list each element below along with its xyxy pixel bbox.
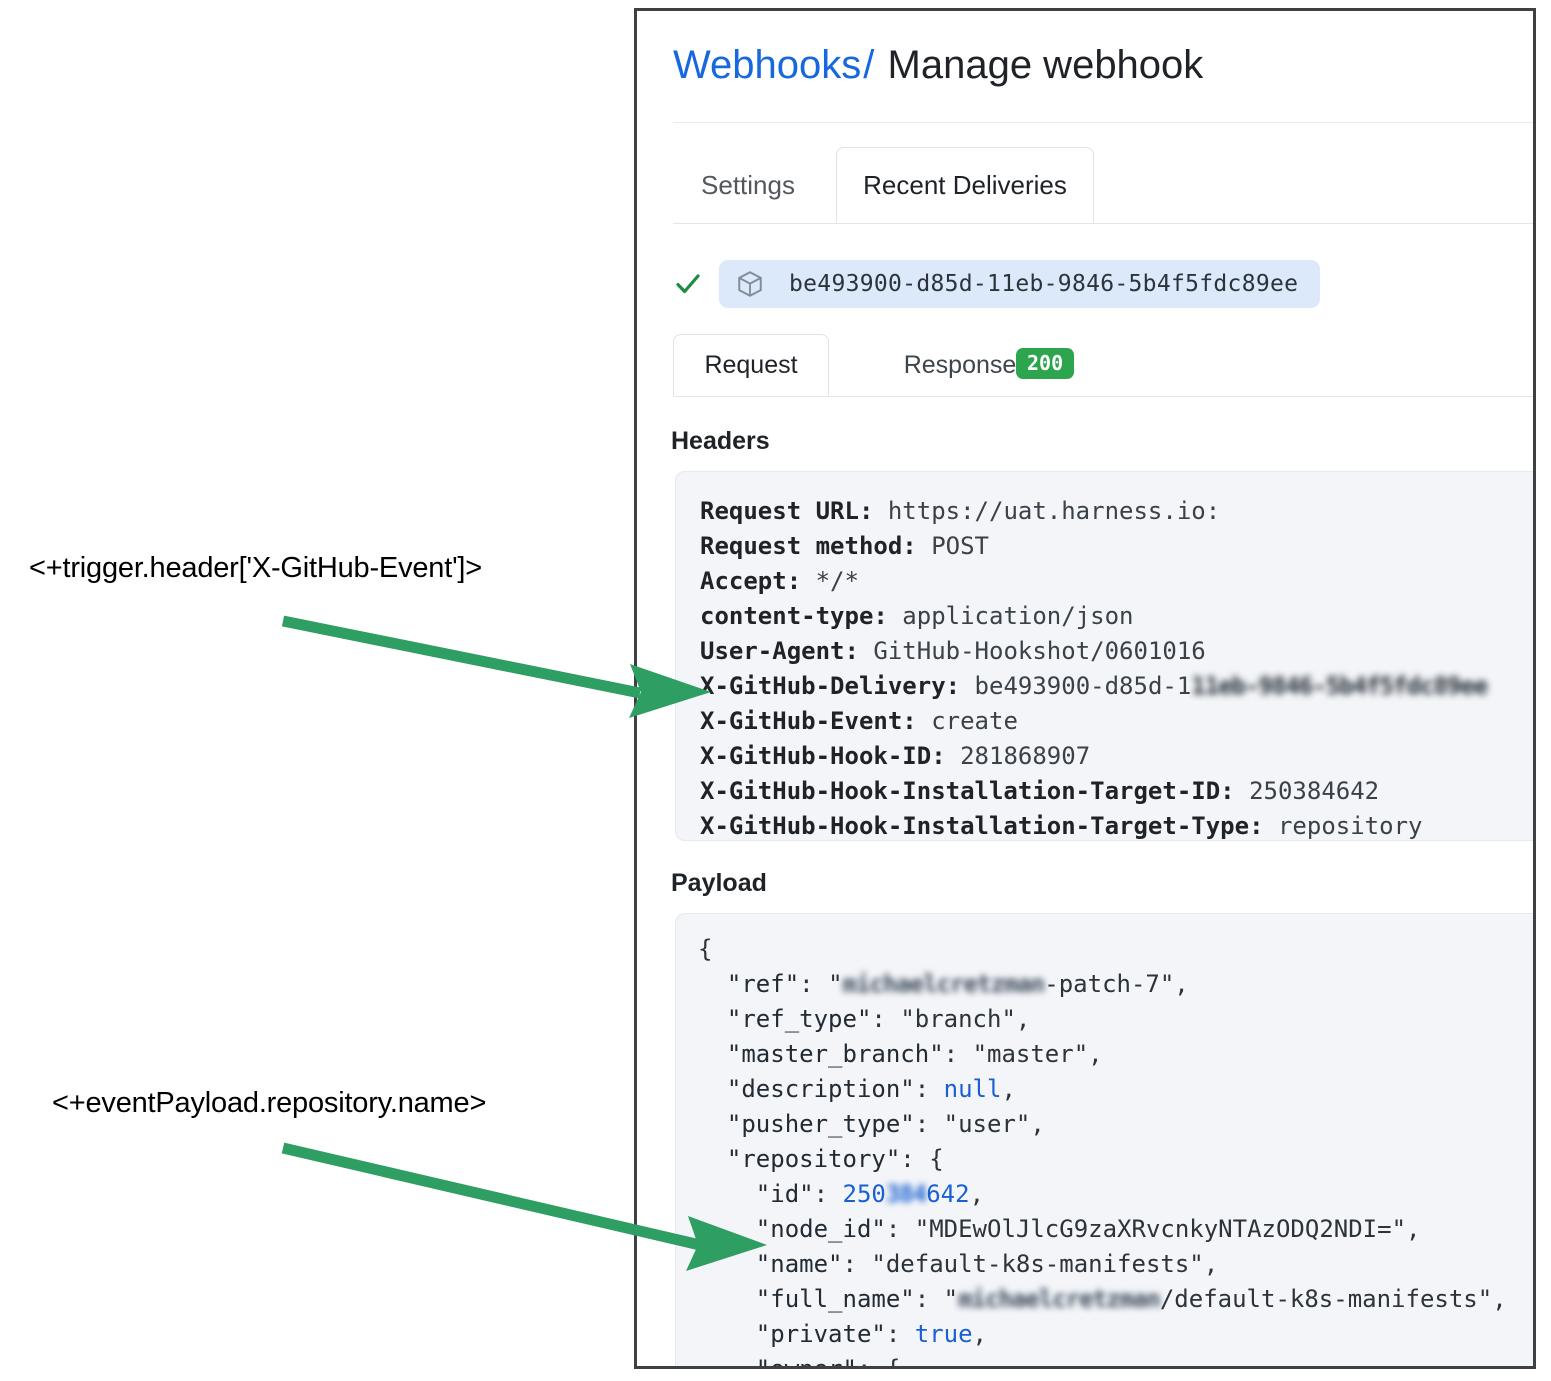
payload-line-id: "id": 250384642, [698, 1177, 1533, 1212]
annotation-label-trigger-header: <+trigger.header['X-GitHub-Event']> [29, 552, 483, 584]
tab-settings[interactable]: Settings [701, 169, 795, 200]
header-divider [673, 122, 1533, 123]
delivery-id-pill[interactable]: be493900-d85d-11eb-9846-5b4f5fdc89ee [719, 260, 1321, 308]
header-line: Request URL: https://uat.harness.io: [700, 497, 1221, 525]
header-line: Accept: */* [700, 567, 859, 595]
payload-line-fullname: "full_name": "michaelcretzman/default-k8… [698, 1282, 1533, 1317]
payload-line: "pusher_type": "user", [726, 1110, 1045, 1138]
annotation-label-event-payload: <+eventPayload.repository.name> [52, 1087, 487, 1119]
page-title: Manage webhook [887, 43, 1204, 87]
header-line: User-Agent: GitHub-Hookshot/0601016 [700, 637, 1206, 665]
tab-recent-deliveries[interactable]: Recent Deliveries [836, 147, 1094, 223]
header-line-delivery: X-GitHub-Delivery: be493900-d85d-111eb-9… [700, 669, 1533, 704]
payload-line-ref: "ref": "michaelcretzman-patch-7", [698, 967, 1533, 1002]
check-icon [676, 274, 700, 294]
delivery-row[interactable]: be493900-d85d-11eb-9846-5b4f5fdc89ee [673, 258, 1321, 310]
redacted-id-middle: 384 [885, 1180, 927, 1208]
inner-tabstrip-underline [673, 396, 1533, 397]
headers-section-label: Headers [671, 427, 770, 455]
webhook-screenshot-panel: Webhooks/ Manage webhook Settings Recent… [634, 8, 1536, 1369]
payload-code-box: { "ref": "michaelcretzman-patch-7", "ref… [675, 913, 1533, 1366]
header-line: X-GitHub-Hook-ID: 281868907 [700, 742, 1091, 770]
breadcrumb-link-webhooks[interactable]: Webhooks [673, 43, 862, 87]
delivery-id-text: be493900-d85d-11eb-9846-5b4f5fdc89ee [789, 271, 1299, 297]
payload-line: "owner": { [698, 1352, 1533, 1366]
header-line: X-GitHub-Hook-Installation-Target-ID: 25… [700, 777, 1380, 805]
breadcrumb-separator: / [863, 43, 875, 87]
payload-line: "repository": { [726, 1145, 944, 1173]
status-badge: 200 [1016, 348, 1075, 379]
payload-line: "node_id": "MDEwOlJlcG9zaXRvcnkyNTAzODQ2… [755, 1215, 1421, 1243]
payload-line: "description": null, [726, 1075, 1016, 1103]
tab-response[interactable]: Response [903, 350, 1017, 379]
inner-tabstrip: Request Response 200 [673, 334, 1533, 396]
payload-section-label: Payload [671, 869, 767, 897]
payload-line: "ref_type": "branch", [726, 1005, 1031, 1033]
redacted-fullname-user: michaelcretzman [958, 1285, 1161, 1313]
header-line: X-GitHub-Hook-Installation-Target-Type: … [700, 812, 1423, 840]
header-line-event: X-GitHub-Event: create [700, 707, 1018, 735]
redacted-ref-user: michaelcretzman [842, 970, 1046, 998]
tabstrip-underline [673, 223, 1533, 224]
payload-line: "master_branch": "master", [726, 1040, 1103, 1068]
header-line: Request method: POST [700, 532, 989, 560]
headers-code-box: Request URL: https://uat.harness.io: Req… [675, 471, 1533, 841]
redacted-delivery-suffix: 11eb-9846-5b4f5fdc89ee [1191, 672, 1488, 700]
payload-line-name: "name": "default-k8s-manifests", [755, 1250, 1219, 1278]
tabstrip: Settings Recent Deliveries [673, 147, 1533, 223]
breadcrumb: Webhooks/ Manage webhook [673, 43, 1203, 87]
tab-request[interactable]: Request [673, 334, 829, 396]
header-line: content-type: application/json [700, 602, 1134, 630]
cube-icon [738, 271, 762, 297]
payload-line: { [698, 935, 713, 963]
payload-line: "private": true, [755, 1320, 987, 1348]
